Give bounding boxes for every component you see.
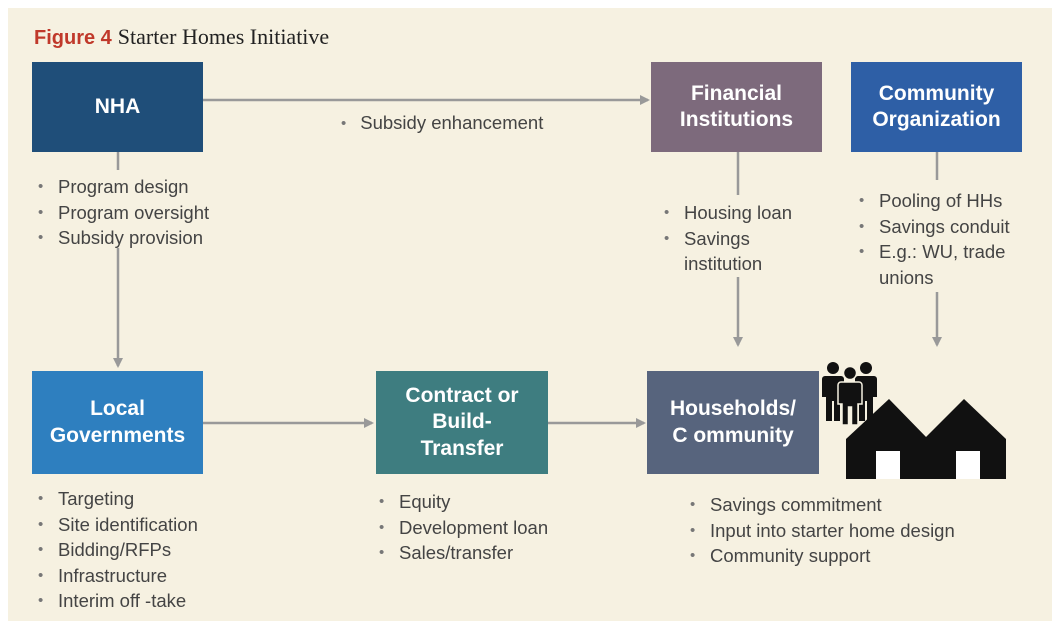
bullet-item: Input into starter home design <box>686 518 955 544</box>
bullets-contract: Equity Development loan Sales/transfer <box>375 489 548 566</box>
bullet-item: Equity <box>375 489 548 515</box>
edge-label-subsidy-enhancement: Subsidy enhancement <box>341 112 543 134</box>
bullet-item: Sales/transfer <box>375 540 548 566</box>
bullet-item: Targeting <box>34 486 198 512</box>
node-community-organization: Community Organization <box>851 62 1022 152</box>
bullet-item: Savings conduit <box>855 214 1010 240</box>
bullet-item: Subsidy provision <box>34 225 209 251</box>
bullet-item: Site identification <box>34 512 198 538</box>
bullet-item: Program design <box>34 174 209 200</box>
bullet-item: Savings institution <box>660 226 792 277</box>
bullet-item: Pooling of HHs <box>855 188 1010 214</box>
people-icon <box>822 362 877 426</box>
bullets-financial: Housing loan Savings institution <box>660 200 792 277</box>
bullet-item: Housing loan <box>660 200 792 226</box>
bullet-item: Development loan <box>375 515 548 541</box>
figure-label: Figure 4 <box>34 27 112 49</box>
bullet-item: Bidding/RFPs <box>34 537 198 563</box>
bullets-community-org: Pooling of HHs Savings conduit E.g.: WU,… <box>855 188 1010 290</box>
bullet-item: Program oversight <box>34 200 209 226</box>
bullet-item: Savings commitment <box>686 492 955 518</box>
node-local-governments: Local Governments <box>32 371 203 474</box>
node-households-community: Households/ C ommunity <box>647 371 819 474</box>
bullet-item: Infrastructure <box>34 563 198 589</box>
bullet-item: E.g.: WU, trade unions <box>855 239 1010 290</box>
bullets-households: Savings commitment Input into starter ho… <box>686 492 955 569</box>
bullets-local-gov: Targeting Site identification Bidding/RF… <box>34 486 198 614</box>
houses-icon <box>846 399 1006 479</box>
node-nha: NHA <box>32 62 203 152</box>
bullet-item: Interim off -take <box>34 588 198 614</box>
node-financial-institutions: Financial Institutions <box>651 62 822 152</box>
figure-name: Starter Homes Initiative <box>117 24 330 49</box>
bullets-nha: Program design Program oversight Subsidy… <box>34 174 209 251</box>
node-contract-build-transfer: Contract or Build- Transfer <box>376 371 548 474</box>
bullet-item: Community support <box>686 543 955 569</box>
